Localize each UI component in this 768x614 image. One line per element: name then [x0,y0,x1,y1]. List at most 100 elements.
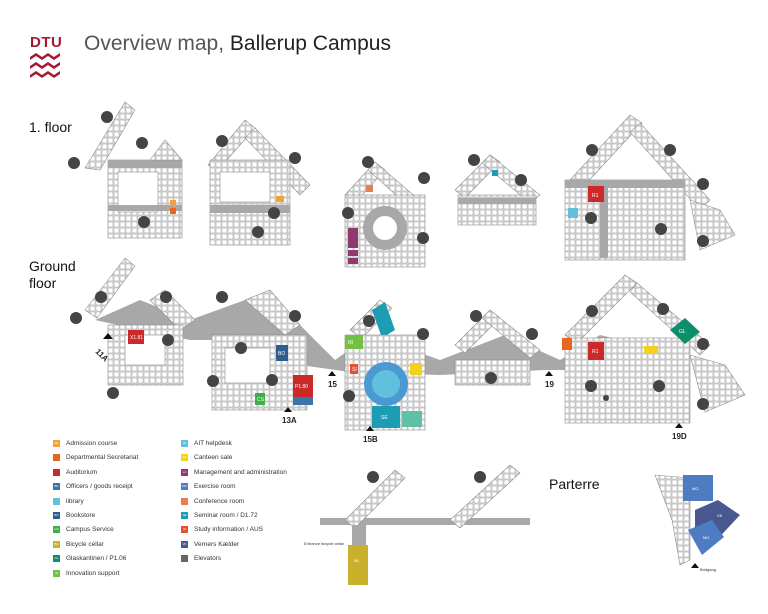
legend-label: Management and administration [194,468,287,476]
entrance-15: 15 [328,380,337,389]
first-floor-label: 1. floor [29,119,72,135]
legend-label: Campus Service [66,526,114,534]
room-label-bo: BO [278,351,285,357]
legend-item: AI AIT helpdesk [181,440,232,449]
parterre-label: Parterre [549,476,600,492]
legend-swatch: AK [53,440,60,447]
legend-swatch [181,555,188,563]
entrance-markers [103,333,683,431]
ground-building-b [211,289,313,411]
legend-swatch: SE [181,512,188,519]
legend-item: Departmental Secretariat [53,454,138,463]
legend-item: KA Canteen sale [181,454,232,463]
legend-label: Auditorium [66,468,98,476]
legend-swatch [53,497,60,505]
ground-floor-label: Ground floor [29,258,76,292]
legend-swatch: BC [53,540,60,548]
dtu-logo-icon [30,53,60,78]
first-floor-plan: R1 [68,101,736,268]
room-label-gl: GL [679,329,686,335]
ground-room-markers [70,291,709,410]
legend-swatch: MO [181,483,188,491]
legend-item: CS Campus Service [53,526,114,535]
legend-label: Bookstore [66,512,96,519]
entrance-11a: 11A [94,347,111,364]
legend-item: Elevators [181,555,221,564]
room-label-p180: P1.80 [295,384,308,390]
title-campus: Ballerup Campus [229,32,391,55]
parterre-entrance-label: Bridgang [700,567,716,572]
room-label-r1-first: R1 [592,193,599,199]
legend-label: Canteen sale [194,454,233,462]
entrance-13a: 13A [282,416,297,425]
room-label-vk: VK [717,513,723,518]
dtu-logo-text: DTU [30,34,63,51]
parterre-plan: MO VK MO [654,474,740,568]
legend-label: library [66,497,84,505]
legend-item: SE Seminar room / D1.72 [181,512,258,521]
legend-item: GL Glaskantinen / P1.06 [53,555,126,564]
legend-swatch: KA [181,454,188,462]
legend-swatch: LA [181,468,188,476]
ground-floor-plan: X1.81 R1 P1.80 BO CS IN GL SE SI [70,257,746,431]
legend-label: Admission course [66,440,118,447]
legend-swatch: AI [181,440,188,447]
first-floor-building-b [207,119,311,246]
ground-building-a [84,257,196,386]
legend-item: Conference room [181,497,245,507]
first-floor-building-c [344,161,426,268]
legend-swatch [53,454,60,462]
legend-label: Exercise room [194,483,236,491]
room-label-bc: BC [354,558,360,563]
legend-swatch: BK [53,483,60,491]
page-title: Overview map, Ballerup Campus [84,32,391,56]
legend-item: AK Admission course [53,440,117,449]
room-label-se: SE [381,415,388,421]
room-label-mo2: MO [703,535,709,540]
legend-label: Glaskantinen / P1.06 [66,555,127,563]
legend-label: Conference room [194,497,245,505]
bicycle-entrance-label: Entrance bicycle cellar [304,541,345,546]
legend-swatch: BO [53,512,60,519]
legend-swatch: CS [53,526,60,534]
entrance-19d: 19D [672,432,687,441]
legend-label: Study information / AUS [194,526,264,534]
room-label-cs: CS [257,397,265,403]
legend-item: BO Bookstore [53,512,95,521]
room-label-r1-ground: R1 [592,349,599,355]
legend-item: LA Management and administration [181,468,287,478]
legend-swatch [53,468,60,476]
legend-label: Elevators [194,555,222,563]
legend-item: Auditorium [53,468,98,478]
legend-swatch: VK [181,540,188,548]
ground-floor-label-line1: Ground [29,258,76,274]
legend-label: Bicycle cellar [66,540,104,548]
entrance-15b: 15B [363,435,378,444]
ground-building-c [344,299,426,431]
legend-swatch: IN [53,569,60,577]
legend-label: AIT helpdesk [194,440,232,447]
ground-floor-label-line2: floor [29,275,57,291]
first-floor-room-markers [68,111,709,247]
room-label-in: IN [348,340,353,346]
legend-label: Seminar room / D1.72 [194,512,258,519]
ground-building-e [562,274,746,424]
legend-item: IN Innovation support [53,569,120,579]
room-label-x181: X1.81 [130,335,143,341]
first-floor-building-a [84,101,183,239]
legend-item: BC Bicycle cellar [53,540,104,550]
title-prefix: Overview map, [84,32,225,55]
ground-room-labels: X1.81 R1 P1.80 BO CS IN GL SE SI [130,329,686,421]
first-floor-building-d [454,154,541,226]
first-floor-building-e [564,114,736,261]
legend-item: MO Exercise room [181,483,236,492]
entrance-19: 19 [545,380,554,389]
legend-label: Innovation support [66,569,120,577]
legend-item: library [53,497,84,507]
legend-label: Departmental Secretariat [66,454,139,462]
legend-swatch: GL [53,555,60,563]
